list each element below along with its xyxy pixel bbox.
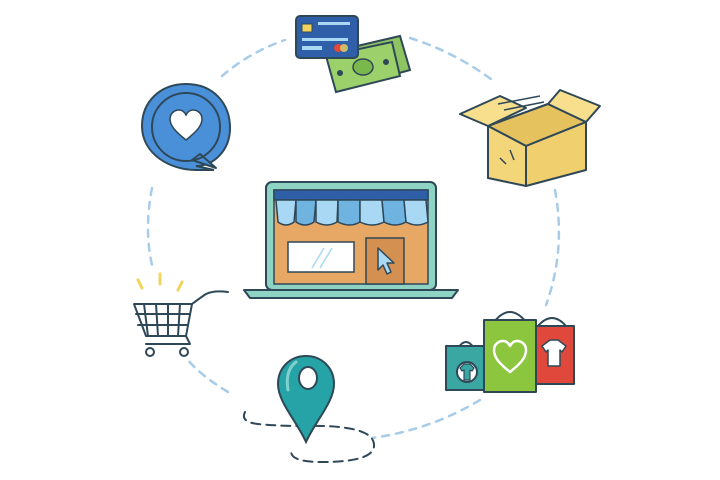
- laptop-base: [243, 289, 459, 299]
- cursor-icon: [377, 247, 395, 275]
- open-box-icon: [459, 89, 601, 187]
- shopping-bag-icon: [483, 311, 537, 393]
- map-pin-icon: [276, 354, 336, 445]
- cycle-dashes: [146, 36, 561, 440]
- delivery-location: [242, 354, 376, 464]
- cart-sparkles: [136, 272, 184, 292]
- shopping-bag-icon: [445, 341, 489, 391]
- heart-icon: [169, 109, 203, 141]
- tshirt-icon: [541, 339, 567, 367]
- shopping-cart-icon: [133, 290, 229, 357]
- shopping-bag-icon: [533, 317, 575, 385]
- shop-sign: [273, 189, 429, 201]
- speech-bubble-icon: [140, 82, 232, 171]
- tshirt-icon: [459, 363, 475, 381]
- shopping-bags: [445, 311, 575, 393]
- payment-group: [295, 15, 412, 94]
- shop-awning: [275, 199, 429, 226]
- heart-icon: [492, 339, 528, 374]
- credit-card-icon: [295, 15, 359, 59]
- online-storefront-laptop: [243, 181, 459, 299]
